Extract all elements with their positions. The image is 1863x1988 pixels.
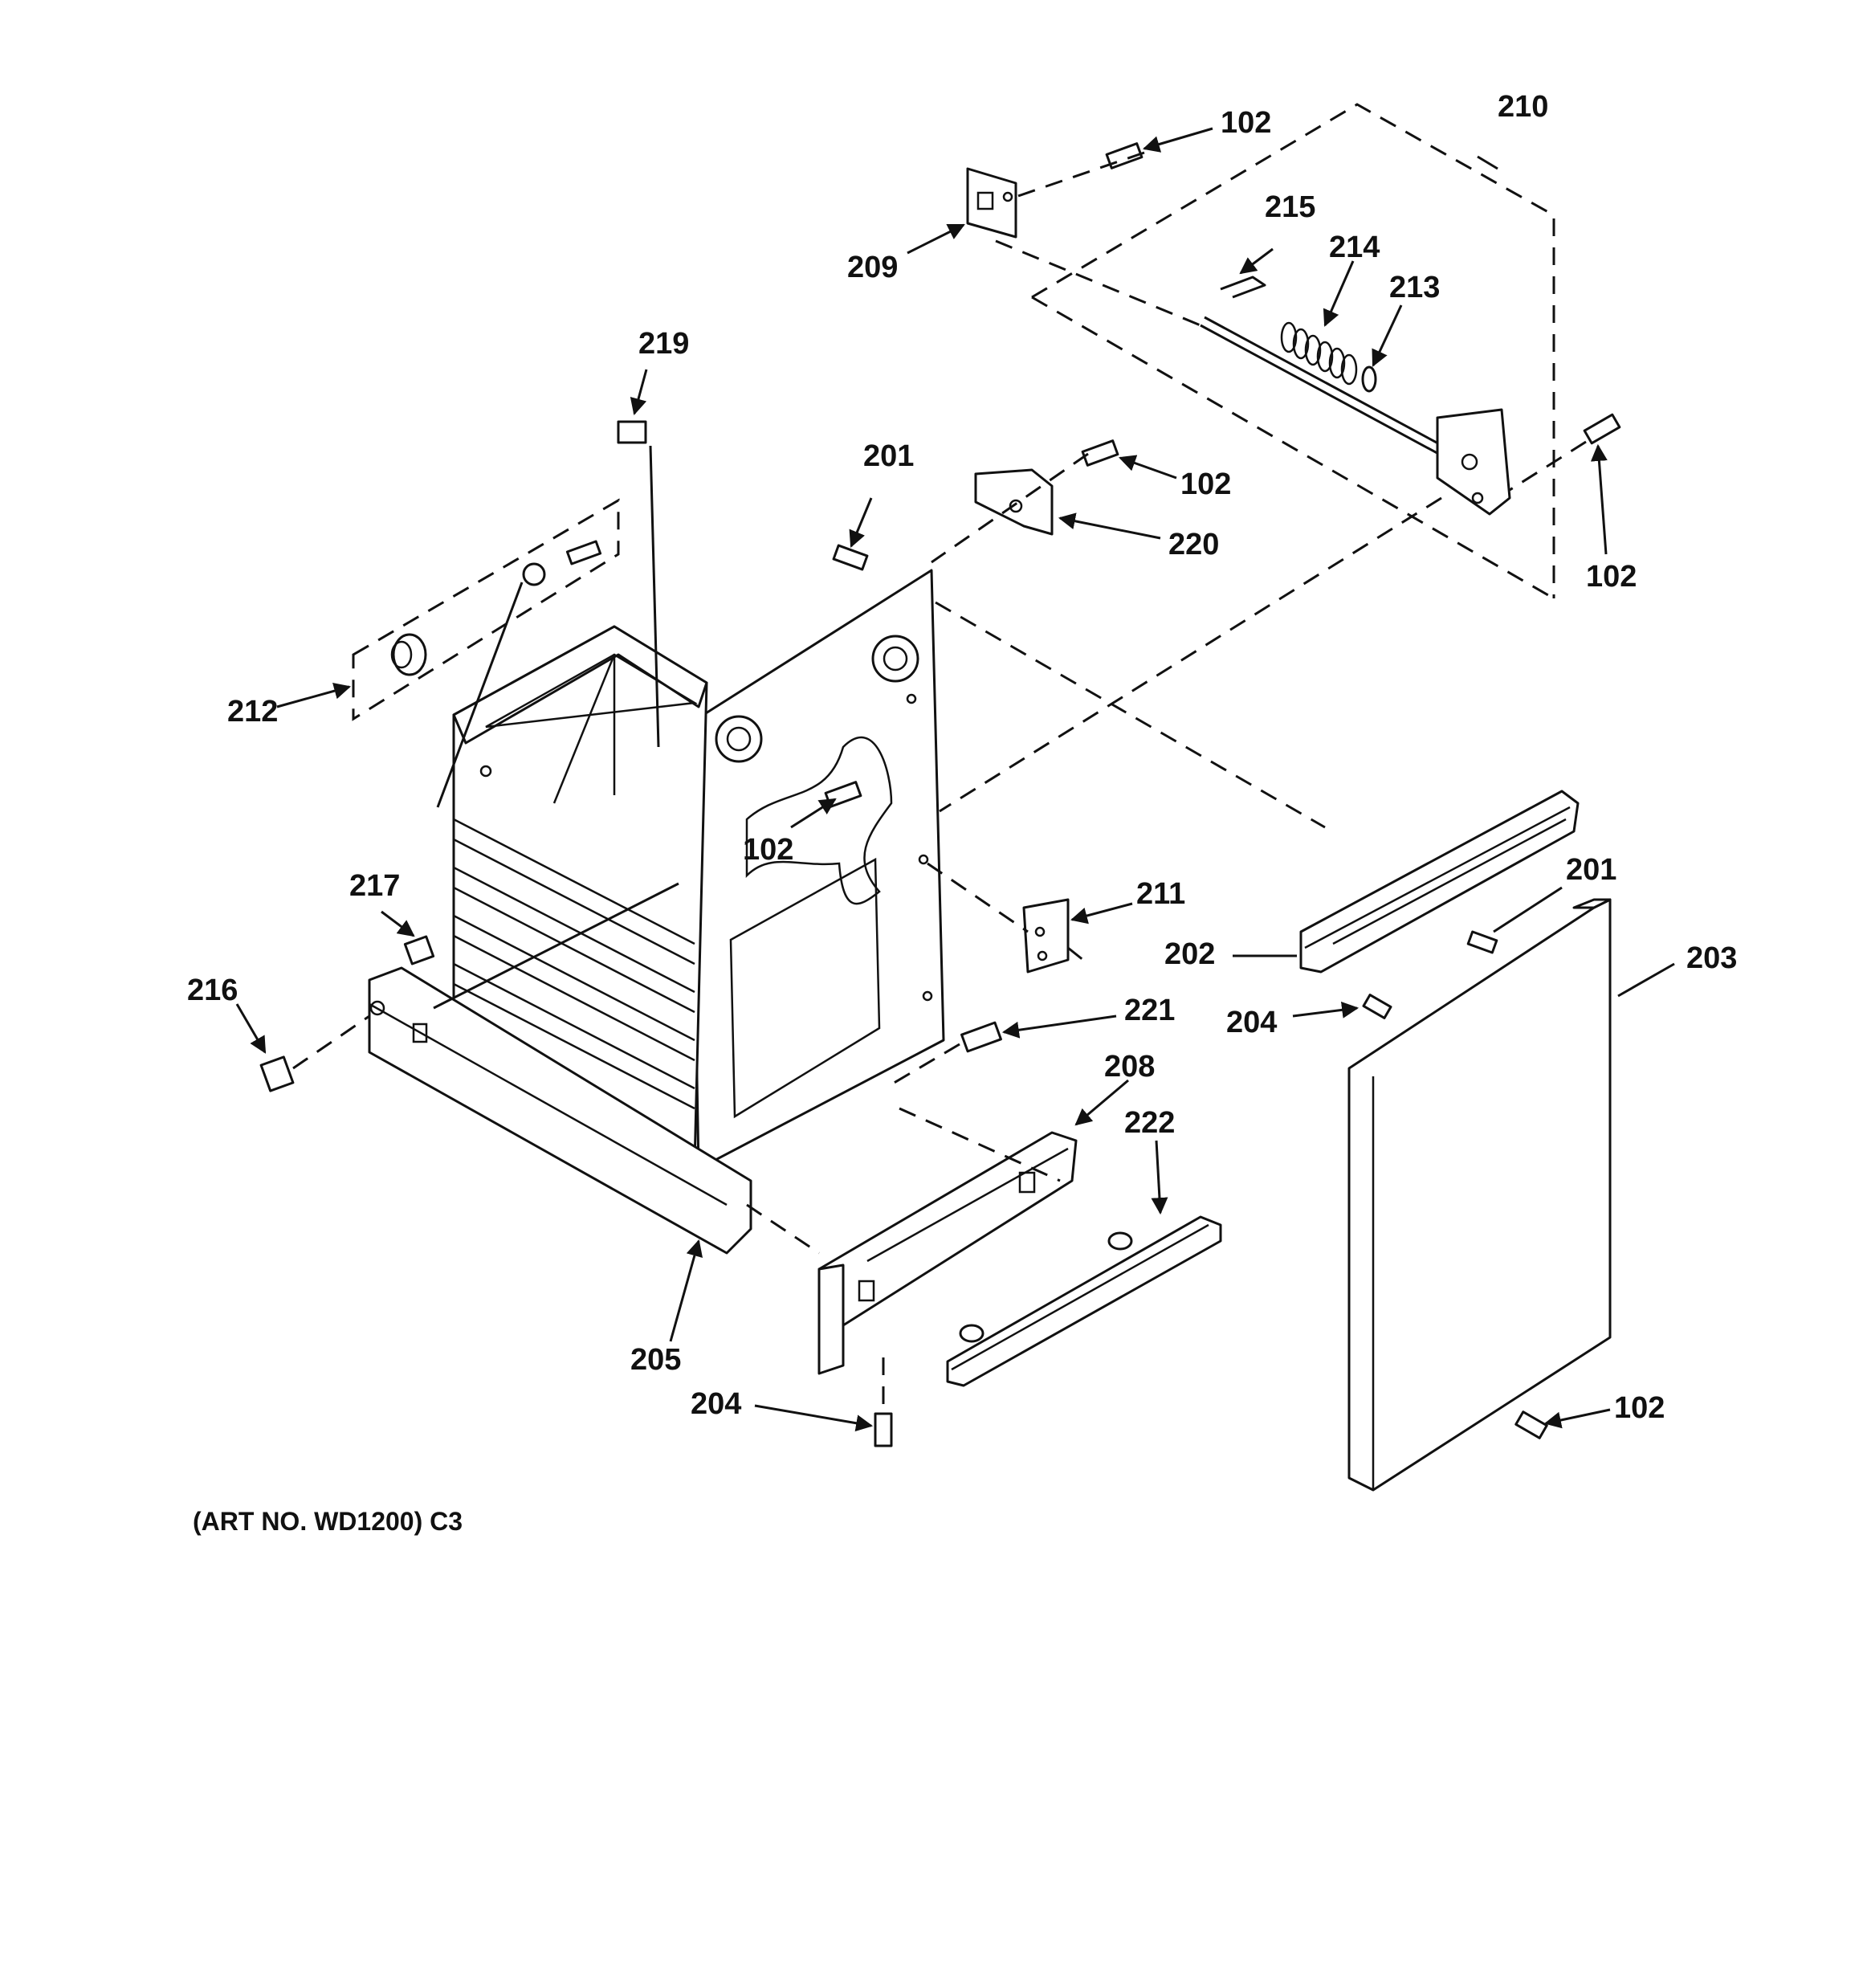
callout-202: 202	[1164, 937, 1215, 971]
callout-222: 222	[1124, 1106, 1175, 1140]
screw-201b	[1466, 930, 1498, 954]
alignment-lines	[292, 151, 1587, 1414]
callout-102: 102	[1221, 106, 1271, 140]
callout-211: 211	[1136, 877, 1185, 911]
callout-209: 209	[847, 251, 898, 284]
callout-203: 203	[1686, 941, 1737, 975]
knob-212	[390, 562, 546, 676]
toe-kick-208	[817, 1131, 1078, 1375]
leader-arrows	[235, 127, 1675, 1432]
callout-219: 219	[638, 327, 689, 361]
callout-221: 221	[1124, 994, 1175, 1027]
screw-102c	[1583, 413, 1621, 445]
screw-212	[565, 540, 602, 565]
callout-102: 102	[1586, 560, 1637, 594]
callout-204: 204	[691, 1387, 741, 1421]
screw-102b	[1081, 439, 1119, 467]
screw-204b	[874, 1412, 893, 1447]
callout-102: 102	[1614, 1391, 1665, 1425]
callout-216: 216	[187, 974, 238, 1007]
top-trim-202	[1299, 790, 1580, 974]
assembly-210-outline	[1031, 103, 1555, 600]
callout-220: 220	[1168, 528, 1219, 561]
door-panel-203	[1347, 898, 1612, 1492]
screw-201a	[832, 544, 869, 571]
base-rail-205	[368, 966, 752, 1255]
callout-201: 201	[863, 439, 914, 473]
bracket-220	[974, 468, 1054, 536]
hinge-rod-assembly	[1200, 276, 1511, 516]
callout-214: 214	[1329, 231, 1380, 264]
callout-102: 102	[1180, 467, 1231, 501]
bracket-211	[1022, 898, 1070, 974]
foot-216	[259, 1055, 295, 1092]
callout-213: 213	[1389, 271, 1440, 304]
callout-215: 215	[1265, 190, 1315, 224]
callout-212: 212	[227, 695, 278, 729]
callout-217: 217	[349, 869, 400, 903]
handle-222	[946, 1215, 1222, 1387]
callout-102: 102	[743, 833, 793, 867]
screw-102e	[1514, 1410, 1548, 1439]
callout-labels: 102 210 209 215 214 213 219 201 102 220 …	[187, 90, 1737, 1425]
screw-204a	[1362, 994, 1392, 1019]
callout-204: 204	[1226, 1006, 1277, 1039]
callout-210: 210	[1498, 90, 1548, 124]
callout-205: 205	[630, 1343, 681, 1377]
callout-201: 201	[1566, 853, 1616, 887]
assembly-212-outline	[352, 498, 620, 721]
art-number: (ART NO. WD1200) C3	[193, 1507, 463, 1536]
cabinet-frame	[452, 569, 945, 1170]
nut-217	[403, 935, 435, 965]
callout-208: 208	[1104, 1050, 1155, 1084]
screw-219	[617, 420, 647, 444]
bracket-209	[966, 167, 1017, 239]
screw-221	[960, 1021, 1002, 1053]
